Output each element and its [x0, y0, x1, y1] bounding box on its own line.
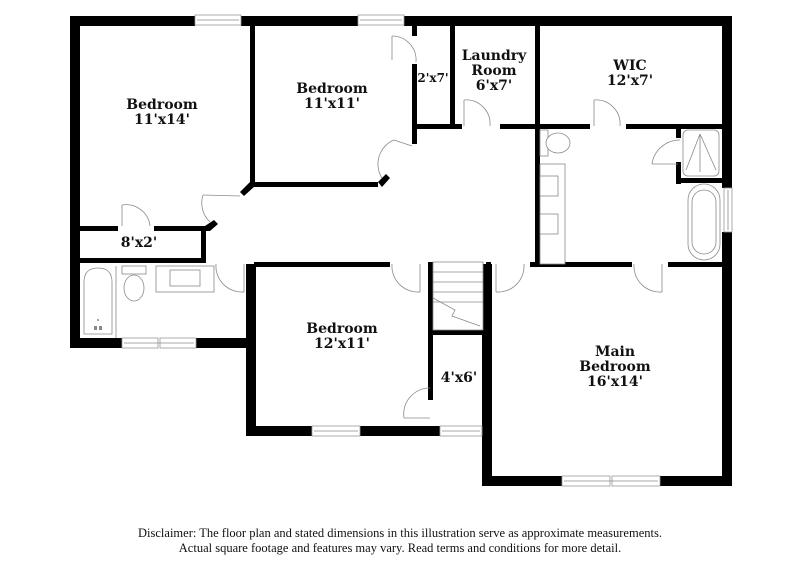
- room-name: WIC: [613, 58, 647, 74]
- room-dimensions: 4'x6': [440, 370, 478, 386]
- room-closet-4x6: 4'x6': [441, 371, 477, 386]
- freestanding-tub-icon: [687, 183, 721, 261]
- toilet-icon: [121, 265, 147, 302]
- shower-icon: [682, 129, 720, 177]
- room-dimensions: 16'x14': [587, 374, 643, 390]
- sink-vanity-icon: [155, 265, 215, 293]
- interior-walls: [80, 26, 722, 400]
- room-dimensions: 11'x11': [304, 96, 360, 112]
- room-name: Bedroom: [126, 97, 198, 113]
- room-bedroom-nw: Bedroom 11'x14': [126, 98, 197, 128]
- room-name-line1: Laundry: [461, 48, 527, 64]
- room-name-line2: Bedroom: [579, 359, 651, 375]
- room-laundry: Laundry Room 6'x7': [462, 49, 527, 94]
- toilet-master-icon: [539, 129, 571, 157]
- disclaimer-line-1: Disclaimer: The floor plan and stated di…: [138, 526, 662, 540]
- room-name-line2: Room: [471, 63, 517, 79]
- double-vanity-icon: [539, 163, 566, 265]
- room-closet-8x2: 8'x2': [121, 236, 157, 251]
- room-dimensions: 11'x14': [134, 112, 190, 128]
- room-name-line1: Main: [594, 344, 636, 360]
- bathtub-icon: [83, 267, 113, 335]
- disclaimer-line-2: Actual square footage and features may v…: [178, 541, 622, 555]
- room-wic: WIC 12'x7': [607, 59, 653, 89]
- room-closet-2x7: 2'x7': [417, 72, 448, 85]
- room-main-bedroom: Main Bedroom 16'x14': [579, 345, 650, 390]
- room-dimensions: 8'x2': [120, 235, 158, 251]
- disclaimer: Disclaimer: The floor plan and stated di…: [0, 526, 800, 556]
- outer-walls: [70, 16, 732, 486]
- room-bedroom-south: Bedroom 12'x11': [306, 322, 377, 352]
- room-dimensions: 12'x7': [606, 73, 654, 89]
- windows: [121, 14, 733, 487]
- room-dimensions: 6'x7': [475, 78, 513, 94]
- room-dimensions: 12'x11': [314, 336, 370, 352]
- room-dimensions: 2'x7': [417, 71, 449, 85]
- room-bedroom-north: Bedroom 11'x11': [296, 82, 367, 112]
- doors: [121, 35, 681, 419]
- room-name: Bedroom: [306, 321, 378, 337]
- room-name: Bedroom: [296, 81, 368, 97]
- stairs-icon: [432, 261, 484, 331]
